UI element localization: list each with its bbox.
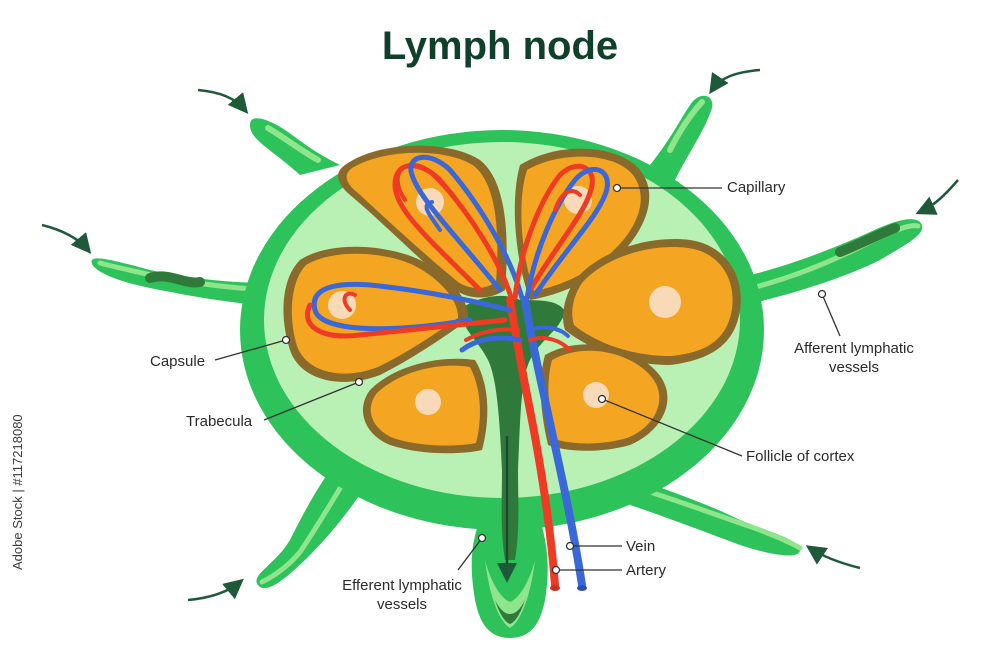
medulla xyxy=(460,295,565,560)
afferent-vessel-top-left xyxy=(250,118,340,175)
follicle-left xyxy=(283,246,469,382)
arrow-right xyxy=(915,179,959,215)
label-vein: Vein xyxy=(626,538,656,555)
afferent-vessel-bottom-left xyxy=(256,470,370,589)
stock-watermark: Adobe Stock | #117218080 xyxy=(10,414,25,570)
arrow-left xyxy=(41,223,92,254)
label-efferent-vessels: Efferent lymphatic vessels xyxy=(322,576,482,614)
afferent-vessel-right xyxy=(720,219,923,308)
label-trabecula: Trabecula xyxy=(186,413,253,430)
arrow-top-left xyxy=(197,88,249,114)
follicle-right xyxy=(563,239,741,365)
label-follicle: Follicle of cortex xyxy=(746,448,855,465)
label-afferent-line1: Afferent lymphatic xyxy=(794,340,914,357)
label-efferent-line2: vessels xyxy=(376,596,428,613)
flow-arrows xyxy=(41,68,959,602)
label-capsule: Capsule xyxy=(150,353,206,370)
arrow-bottom-right xyxy=(805,545,861,570)
label-efferent-line1: Efferent lymphatic xyxy=(342,577,462,594)
diagram-title: Lymph node xyxy=(381,24,619,68)
leader-dots xyxy=(281,183,827,575)
follicle-bottom-left xyxy=(362,358,488,454)
blood-vessels xyxy=(305,154,610,591)
afferent-vessel-bottom-right xyxy=(630,480,803,556)
afferent-vessel-top-right xyxy=(650,95,713,180)
label-afferent-line2: vessels xyxy=(828,359,880,376)
label-afferent-vessels: Afferent lymphatic vessels xyxy=(774,339,934,377)
leader-lines xyxy=(214,187,841,571)
label-capillary: Capillary xyxy=(727,179,786,196)
arrow-bottom-left xyxy=(187,578,244,602)
label-artery: Artery xyxy=(626,562,667,579)
arrow-top-right xyxy=(709,68,761,95)
